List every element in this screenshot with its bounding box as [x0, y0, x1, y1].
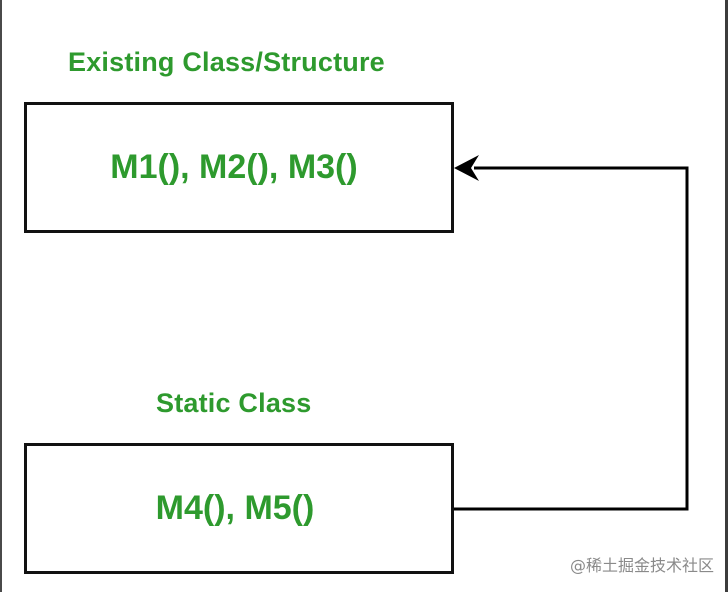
- existing-class-title: Existing Class/Structure: [68, 47, 385, 77]
- connector-line: [454, 166, 689, 511]
- static-class-box: M4(), M5(): [24, 443, 454, 574]
- existing-class-box: M1(), M2(), M3(): [24, 102, 454, 233]
- right-frame-border: [725, 0, 728, 592]
- left-frame-border: [0, 0, 2, 592]
- arrow-left-icon: [454, 155, 479, 181]
- static-class-methods: M4(), M5(): [155, 489, 315, 527]
- existing-class-methods: M1(), M2(), M3(): [110, 148, 358, 186]
- watermark: @稀土掘金技术社区: [569, 556, 714, 575]
- static-class-title: Static Class: [156, 388, 312, 418]
